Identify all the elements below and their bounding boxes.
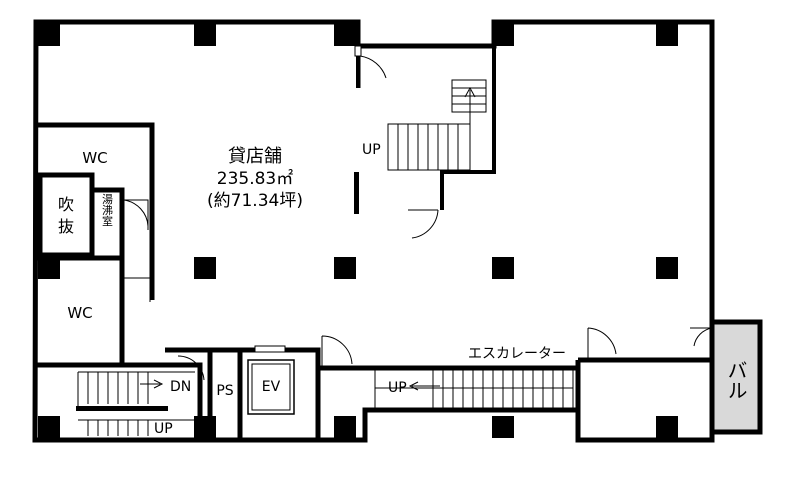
stair-arrow-icon (140, 379, 164, 389)
elevator (247, 359, 295, 415)
door-icon (123, 199, 149, 230)
stair-landing-wall (76, 406, 168, 411)
balcony-label: バル (724, 360, 748, 400)
column (38, 416, 60, 438)
column (656, 24, 678, 46)
door-icon (321, 335, 353, 368)
door-icon (587, 327, 617, 358)
column (492, 24, 514, 46)
column (334, 257, 356, 279)
door-icon (124, 277, 151, 302)
doors (123, 55, 713, 381)
door-jamb (354, 45, 362, 57)
balcony (709, 319, 763, 435)
columns (38, 24, 678, 438)
elevator-inner (251, 363, 291, 411)
fukinuke-label-1: 吹 (58, 195, 74, 214)
left-core-walls (36, 122, 712, 440)
column (194, 24, 216, 46)
door-icon (690, 327, 713, 350)
column (656, 257, 678, 279)
door-icon (408, 209, 439, 239)
left-stair (77, 371, 195, 436)
main-stair (387, 79, 487, 171)
store-area: 235.83㎡ (217, 169, 293, 189)
fukinuke-label-2: 抜 (58, 217, 74, 236)
column (194, 257, 216, 279)
column (492, 257, 514, 279)
door-jamb (254, 345, 286, 353)
yuwakashi-label: 湯沸室 (101, 193, 114, 226)
column (194, 416, 216, 438)
escalator-label: エスカレーター (468, 346, 566, 362)
ps-label: PS (216, 383, 233, 399)
door-icon (177, 355, 205, 381)
wc-upper-label: WC (82, 149, 107, 167)
wc-lower-label: WC (67, 304, 92, 322)
stair-arrow-icon (408, 381, 440, 391)
column (334, 24, 356, 46)
left-stair-up-label: UP (154, 421, 173, 437)
column (334, 416, 356, 438)
column (38, 24, 60, 46)
stair-arrow-icon (464, 86, 476, 150)
store-name: 貸店舗 (228, 146, 282, 167)
escalator-up-label: UP (388, 380, 407, 396)
main-stair-up-label: UP (362, 142, 381, 158)
column (656, 416, 678, 438)
main-stair-walls (356, 46, 496, 210)
escalator-stair (374, 369, 574, 409)
column (492, 416, 514, 438)
ev-label: EV (262, 379, 281, 395)
left-stair-dn-label: DN (170, 379, 191, 395)
partition-wall (354, 172, 359, 214)
door-icon (359, 55, 387, 88)
outer-walls (32, 19, 715, 443)
column (38, 257, 60, 279)
store-tsubo: (約71.34坪) (207, 191, 303, 211)
